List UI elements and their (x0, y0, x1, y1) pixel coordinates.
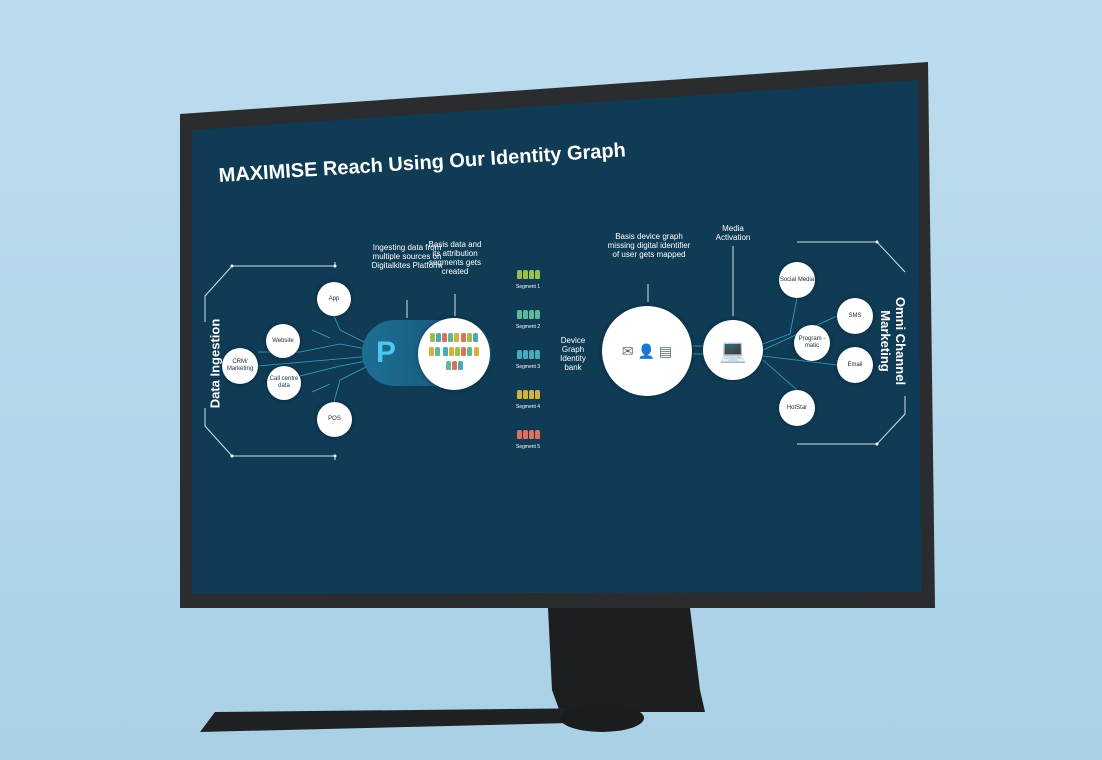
mouse (560, 704, 644, 732)
channel-social-media: Social Media (779, 262, 815, 298)
segment-item: Segment 3 (508, 346, 548, 386)
ingest-label: Ingesting data from multiple sources on … (371, 243, 443, 270)
segment-item: Segment 2 (508, 306, 548, 346)
channel-hotstar: HotStar (779, 390, 815, 426)
laptop-user-icon: 💻 (703, 320, 763, 380)
source-crm-marketing: CRM/ Marketing (222, 348, 258, 384)
source-pos: POS (317, 402, 352, 437)
source-app: App (317, 282, 351, 316)
segments-created-label: Basis data and its attribution segments … (428, 240, 482, 276)
segment-item: Segment 1 (508, 266, 548, 306)
channel-email: Email (837, 347, 873, 383)
omni-channel-marketing-label: Omni Channel Marketing (878, 296, 908, 386)
segment-list: Segment 1 Segment 2 Segment 3 Segment 4 … (508, 266, 548, 466)
segment-item: Segment 4 (508, 386, 548, 426)
platform-logo-icon: P (376, 336, 397, 369)
device-graph-icon: ✉ 👤 ▤ (602, 306, 692, 396)
channel-programmatic: Program -matic (794, 325, 830, 361)
omni-channel-label-wrap: Omni Channel Marketing (878, 286, 908, 396)
data-ingestion-label: Data Ingestion (207, 318, 223, 409)
media-activation-label: Media Activation (715, 224, 751, 242)
source-call-centre: Call centre data (267, 366, 301, 400)
channel-sms: SMS (837, 298, 873, 334)
device-graph-label: Device Graph Identity bank (560, 336, 586, 372)
mapping-label: Basis device graph missing digital ident… (607, 232, 691, 259)
source-website: Website (266, 324, 300, 358)
people-crowd-icon (418, 318, 490, 390)
segment-item: Segment 5 (508, 426, 548, 466)
